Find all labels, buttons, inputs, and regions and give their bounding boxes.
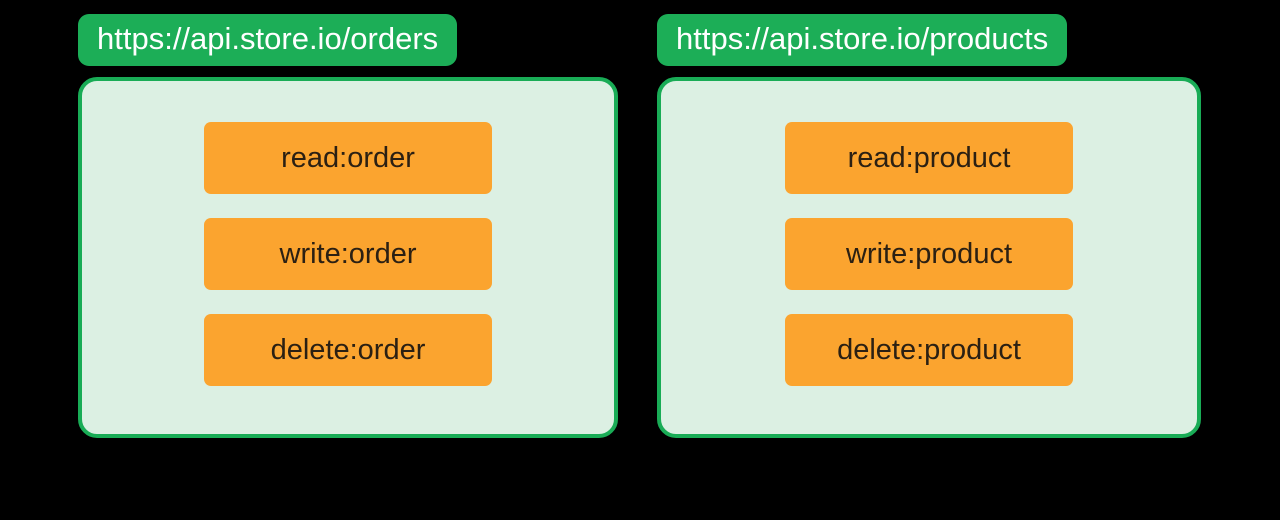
- scope-panel-products: read:product write:product delete:produc…: [657, 77, 1201, 438]
- resource-group-orders: https://api.store.io/orders read:order w…: [78, 14, 618, 438]
- scope-chip-write-product[interactable]: write:product: [785, 218, 1073, 290]
- resource-group-products: https://api.store.io/products read:produ…: [657, 14, 1201, 438]
- endpoint-badge-products[interactable]: https://api.store.io/products: [657, 14, 1068, 66]
- scope-chip-read-product[interactable]: read:product: [785, 122, 1073, 194]
- endpoint-badge-orders[interactable]: https://api.store.io/orders: [78, 14, 458, 66]
- scope-panel-orders: read:order write:order delete:order: [78, 77, 618, 438]
- scope-chip-delete-order[interactable]: delete:order: [204, 314, 492, 386]
- scope-chip-read-order[interactable]: read:order: [204, 122, 492, 194]
- scope-chip-delete-product[interactable]: delete:product: [785, 314, 1073, 386]
- scope-chip-write-order[interactable]: write:order: [204, 218, 492, 290]
